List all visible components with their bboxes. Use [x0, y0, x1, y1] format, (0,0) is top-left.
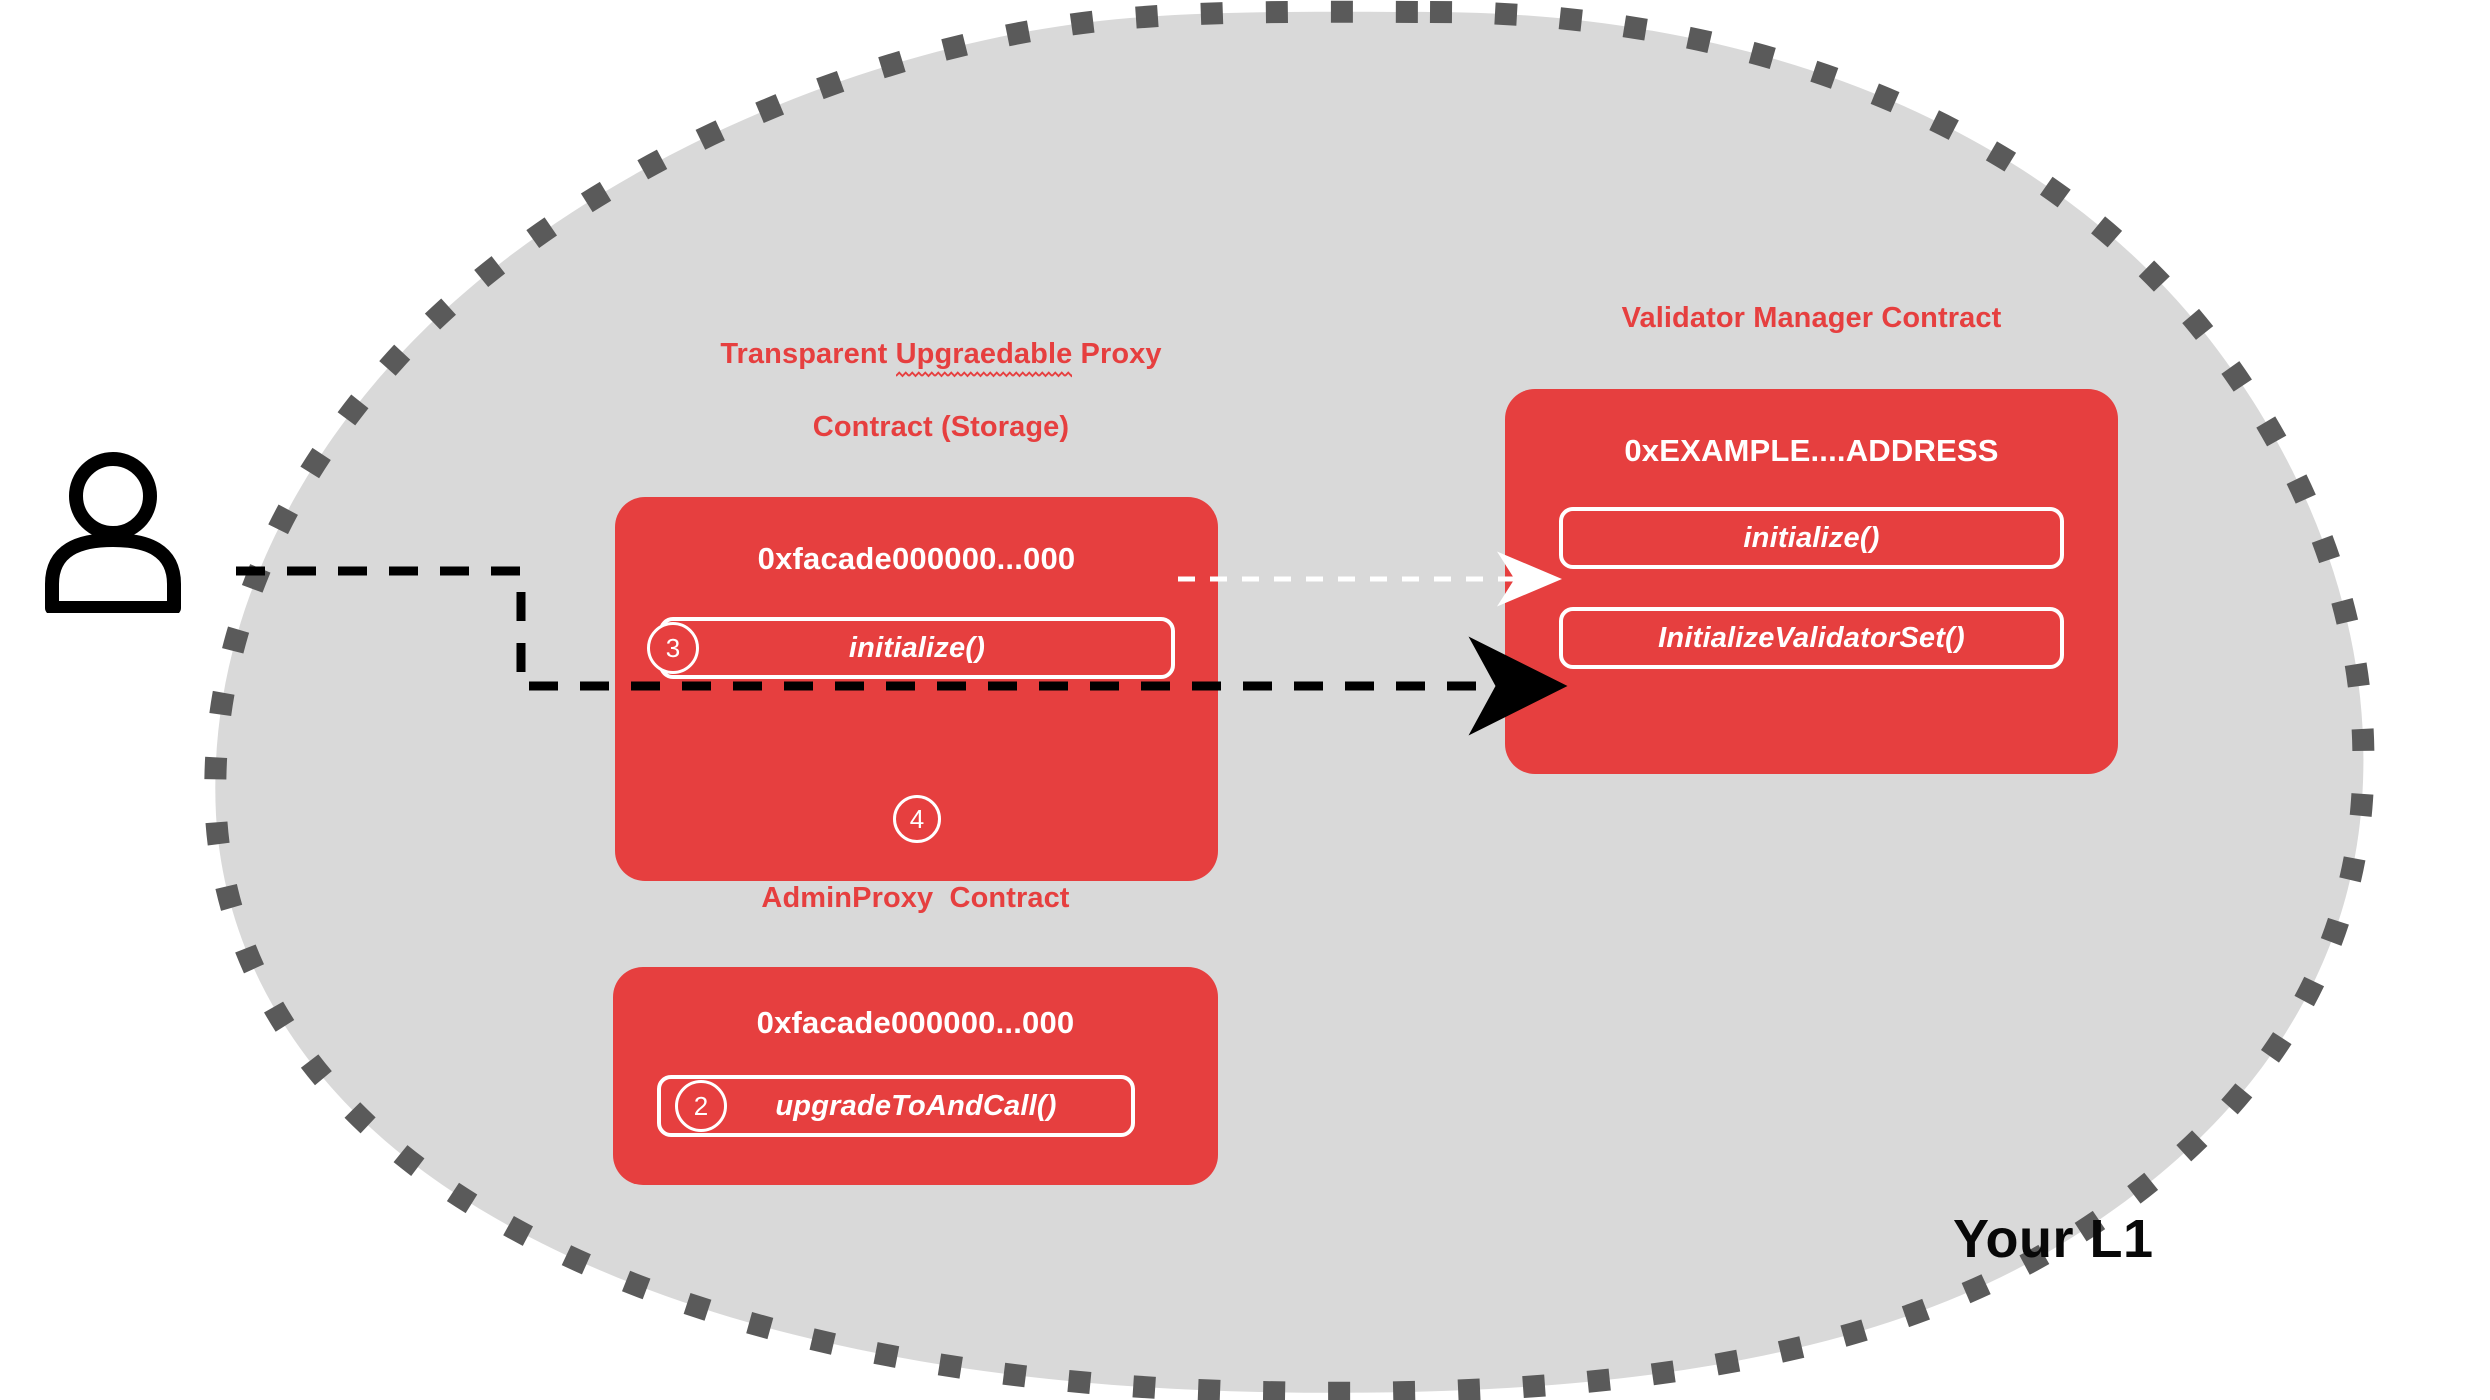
title-line-2: Contract (Storage): [812, 410, 1070, 443]
contract-address-admin-proxy: 0xfacade000000...000: [756, 1005, 1075, 1041]
function-label-initialize-validator-set: InitializeValidatorSet(): [1658, 621, 1965, 654]
function-label-initialize-manager: initialize(): [1743, 521, 1880, 554]
step-badge-2: 2: [675, 1080, 727, 1133]
blob-dotted-border: [204, 0, 2375, 1400]
contract-address-transparent-proxy: 0xfacade000000...000: [757, 541, 1076, 577]
contract-title-admin-proxy: AdminProxy Contract: [761, 882, 1070, 914]
step-badge-4: 4: [893, 795, 941, 844]
contract-title-transparent-proxy: Transparent Upgraedable Proxy Contract (…: [615, 300, 1218, 481]
contract-address-validator-manager: 0xEXAMPLE....ADDRESS: [1624, 433, 1999, 469]
function-pill-upgrade-to-and-call[interactable]: upgradeToAndCall(): [657, 1075, 1135, 1138]
contract-title-validator-manager: Validator Manager Contract: [1621, 302, 2002, 334]
title-misspelled-word: Upgraedable: [895, 336, 1073, 378]
function-label-initialize-proxy: initialize(): [848, 631, 986, 664]
step-badge-3: 3: [647, 622, 699, 675]
contract-transparent-proxy: Transparent Upgraedable Proxy Contract (…: [615, 300, 1218, 882]
function-pill-initialize-proxy[interactable]: initialize(): [659, 617, 1175, 680]
contract-box-transparent-proxy[interactable]: 0xfacade000000...000 initialize() 3 4: [615, 497, 1218, 882]
function-pill-initialize-validator-set[interactable]: InitializeValidatorSet(): [1559, 607, 2064, 670]
title-part-post: Proxy: [1072, 338, 1162, 371]
function-pill-initialize-manager[interactable]: initialize(): [1559, 507, 2064, 570]
contract-admin-proxy: AdminProxy Contract 0xfacade000000...000…: [613, 880, 1218, 1186]
user-icon: [45, 452, 181, 613]
title-part-pre: Transparent: [720, 338, 896, 371]
region-label-your-l1: Your L1: [1953, 1209, 2154, 1269]
contract-box-validator-manager[interactable]: 0xEXAMPLE....ADDRESS initialize() Initia…: [1505, 389, 2118, 775]
contract-validator-manager: Validator Manager Contract 0xEXAMPLE....…: [1505, 300, 2118, 775]
function-label-upgrade-to-and-call: upgradeToAndCall(): [775, 1089, 1057, 1122]
contract-box-admin-proxy[interactable]: 0xfacade000000...000 upgradeToAndCall() …: [613, 967, 1218, 1186]
